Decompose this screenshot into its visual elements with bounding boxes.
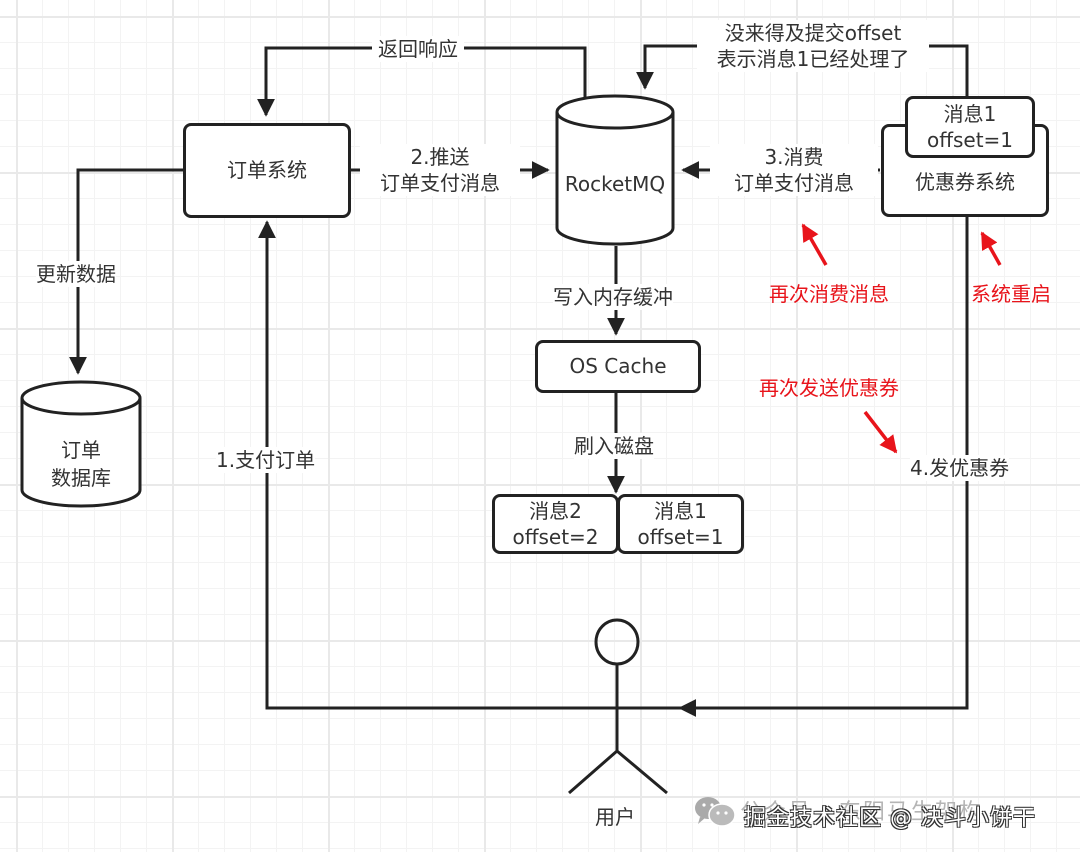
wechat-icon <box>692 793 738 829</box>
label-write-cache: 写入内存缓冲 <box>553 284 673 310</box>
coupon-msg-line1: 消息1 <box>943 102 997 126</box>
label-offset-line1: 没来得及提交offset <box>724 21 902 45</box>
msg2-line2: offset=2 <box>512 525 599 549</box>
node-message-2[interactable]: 消息2 offset=2 <box>492 494 619 554</box>
order-db-line2: 数据库 <box>51 466 111 490</box>
watermark-juejin: 掘金技术社区 @ 决斗小饼干 <box>744 806 1036 831</box>
rocketmq-label: RocketMQ <box>564 172 666 196</box>
label-consume-line1: 3.消费 <box>764 145 824 169</box>
order-db-label: 订单 数据库 <box>22 436 140 492</box>
label-offset-line2: 表示消息1已经处理了 <box>716 47 910 71</box>
os-cache-label: OS Cache <box>569 354 667 378</box>
node-message-1[interactable]: 消息1 offset=1 <box>617 494 744 554</box>
red-arrow-resend <box>863 410 898 454</box>
watermark-wechat: 公众号 · 东阳马生架构 <box>740 800 983 825</box>
user-label: 用户 <box>595 805 635 829</box>
node-os-cache[interactable]: OS Cache <box>535 340 701 393</box>
coupon-msg-line2: offset=1 <box>926 128 1014 152</box>
msg1-line2: offset=1 <box>637 525 724 549</box>
label-push: 2.推送 订单支付消息 <box>360 144 520 196</box>
msg1-line1: 消息1 <box>654 499 707 523</box>
edge-send-coupon <box>678 216 969 717</box>
label-send-coupon: 4.发优惠券 <box>910 455 1010 481</box>
rocketmq-cylinder <box>555 94 675 246</box>
coupon-pending-message: 消息1 offset=1 <box>905 96 1035 158</box>
label-consume: 3.消费 订单支付消息 <box>710 144 878 196</box>
label-offset: 没来得及提交offset 表示消息1已经处理了 <box>697 20 929 72</box>
msg2-line1: 消息2 <box>529 499 582 523</box>
label-return-response: 返回响应 <box>372 36 464 62</box>
label-pay-order: 1.支付订单 <box>216 447 316 473</box>
user-figure <box>560 618 680 795</box>
label-update-data: 更新数据 <box>36 261 116 287</box>
label-push-line1: 2.推送 <box>410 145 470 169</box>
red-arrow-restart <box>980 231 1002 266</box>
label-consume-line2: 订单支付消息 <box>734 171 854 195</box>
order-db-cylinder <box>20 380 142 508</box>
label-push-line2: 订单支付消息 <box>380 171 500 195</box>
annotation-resend: 再次发送优惠券 <box>759 376 899 400</box>
annotation-reconsume: 再次消费消息 <box>769 282 889 306</box>
label-flush-disk: 刷入磁盘 <box>574 433 654 459</box>
node-order-system[interactable]: 订单系统 <box>183 123 351 218</box>
red-arrow-reconsume <box>801 223 828 266</box>
annotation-restart: 系统重启 <box>971 282 1051 306</box>
order-db-line1: 订单 <box>61 438 101 462</box>
order-system-label: 订单系统 <box>227 158 307 182</box>
coupon-system-label: 优惠券系统 <box>915 170 1015 194</box>
edge-pay-order <box>258 220 560 710</box>
edge-update-data <box>69 168 184 375</box>
